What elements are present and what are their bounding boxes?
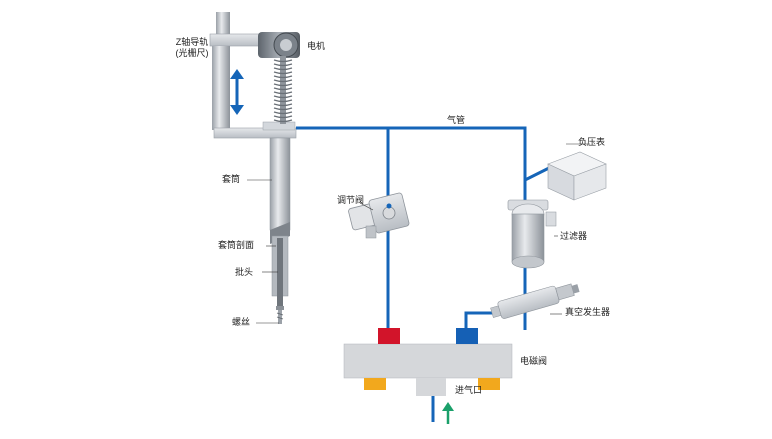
filter: [507, 199, 557, 269]
lead-screw-spring: [273, 56, 293, 124]
z-axis-guide-label-sub: (光栅尺): [175, 48, 209, 58]
spring-coil: [273, 95, 293, 99]
z-axis-guide-rail: [212, 46, 230, 130]
sleeve-assembly: [269, 137, 291, 324]
screw-label: 螺丝: [232, 317, 251, 327]
negative-pressure-gauge-label: 负压表: [578, 137, 606, 147]
spring-coil: [273, 87, 293, 91]
z-axis-guide-label-main: Z轴导轨: [175, 37, 209, 47]
spring-coil: [273, 115, 293, 119]
solenoid-red-port: [378, 328, 400, 344]
leader-lines: [247, 143, 590, 324]
guide-rod-top: [216, 12, 230, 36]
regulating-valve-outlet: [365, 225, 377, 239]
air-inlet-port: [416, 378, 446, 396]
sleeve-label: 套筒: [222, 174, 241, 184]
spring-coil: [273, 79, 293, 83]
spring-coil: [273, 75, 293, 79]
sleeve: [269, 137, 291, 231]
solenoid-valve: [343, 328, 513, 396]
solenoid-valve-label: 电磁阀: [520, 356, 548, 366]
vertical-motion-arrow: [230, 69, 244, 115]
regulating-valve-indicator: [386, 203, 392, 209]
motor-label: 电机: [307, 41, 326, 51]
carriage-plate: [213, 127, 297, 139]
bit: [277, 238, 283, 310]
motor-pulley-hub: [280, 39, 292, 51]
screw: [278, 310, 282, 324]
air-inlet-arrow: [442, 402, 454, 424]
air-inlet-label: 进气口: [455, 385, 483, 395]
vacuum-generator: [490, 283, 580, 319]
negative-pressure-gauge: [547, 151, 607, 201]
vacuum-generator-label: 真空发生器: [565, 307, 611, 317]
regulating-valve: [348, 192, 410, 239]
spring-coil: [273, 59, 293, 63]
filter-bowl: [511, 213, 545, 263]
spring-coil: [273, 83, 293, 87]
solenoid-valve-body: [343, 343, 513, 379]
spring-coil: [273, 107, 293, 111]
spring-coil: [273, 99, 293, 103]
bit-label: 批头: [235, 267, 254, 277]
spring-seat: [262, 121, 296, 131]
solenoid-pad-right: [478, 378, 500, 390]
spring-coil: [273, 103, 293, 107]
air-pipe-label: 气管: [447, 115, 466, 125]
spring-coil: [273, 63, 293, 67]
solenoid-pad-left: [364, 378, 386, 390]
spring-coil: [273, 119, 293, 123]
filter-label: 过滤器: [560, 231, 588, 241]
z-axis-guide-label: Z轴导轨 (光栅尺): [172, 37, 212, 59]
sleeve-section-label: 套筒剖面: [218, 240, 255, 250]
main-air-pipe: [296, 126, 527, 330]
solenoid-blue-port: [456, 328, 478, 344]
vacuum-pipe: [464, 311, 500, 330]
spring-coil: [273, 91, 293, 95]
spring-coil: [273, 111, 293, 115]
motor: [258, 32, 300, 58]
spring-coil: [273, 67, 293, 71]
regulating-valve-label: 调节阀: [337, 195, 365, 205]
spring-coil: [273, 71, 293, 75]
